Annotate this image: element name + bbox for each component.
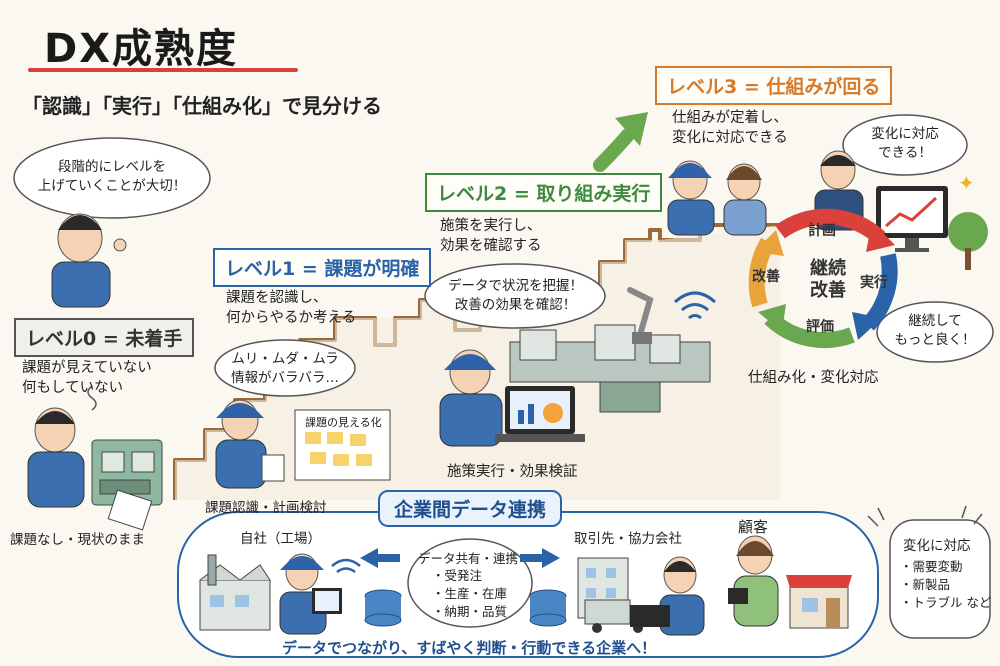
share-item: ・納期・品質 xyxy=(432,604,508,619)
level1-speech-bubble xyxy=(214,339,356,397)
own-factory-icon xyxy=(199,554,271,631)
factory-line-icon xyxy=(509,324,711,413)
level2-speech-bubble xyxy=(424,263,606,329)
whiteboard-icon xyxy=(294,409,391,481)
level3-heading: レベル3 = 仕組みが回る xyxy=(655,66,893,105)
intro-speech-bubble xyxy=(13,137,211,219)
clipboard-icon xyxy=(107,489,153,531)
level1-board-title: 課題の見える化 xyxy=(305,416,382,429)
intro-bubble-text: 段階的にレベルを 上げていくことが大切！ xyxy=(37,159,187,194)
shop-icon xyxy=(786,575,852,629)
emphasis-lines-icon xyxy=(867,505,983,527)
level3-caption: 仕組み化・変化対応 xyxy=(748,370,879,386)
own-company-label: 自社（工場） xyxy=(240,531,321,547)
page-title: DX成熟度 xyxy=(44,26,239,72)
thinking-worker-icon xyxy=(215,399,285,489)
level2-caption: 施策実行・効果検証 xyxy=(447,464,578,480)
share-item: ・受発注 xyxy=(432,568,483,583)
level1-caption: 課題認識・計画検討 xyxy=(205,500,327,516)
band-footer: データでつながり、すばやく判断・行動できる企業へ！ xyxy=(282,639,657,657)
level1-heading: レベル1 = 課題が明確 xyxy=(213,248,432,287)
partner-worker-icon xyxy=(630,556,705,636)
wifi-signal-icon xyxy=(331,558,361,574)
customer-label: 顧客 xyxy=(738,518,769,536)
share-list: ・受発注 ・生産・在庫 ・納期・品質 xyxy=(432,567,507,621)
cycle-check-label: 評価 xyxy=(806,319,834,335)
change-item: ・需要変動 xyxy=(900,559,963,574)
customer-icon xyxy=(728,535,779,627)
growth-arrow-icon xyxy=(593,128,635,172)
change-item: ・新製品 xyxy=(900,577,951,592)
level0-description: 課題が見えていない 何もしていない xyxy=(22,360,152,396)
cycle-plan-label: 計画 xyxy=(808,223,836,239)
page-subtitle: 「認識」「実行」「仕組み化」で見分ける xyxy=(22,94,382,118)
title-underline xyxy=(28,68,298,72)
database-left-icon xyxy=(364,589,402,627)
level2-description: 施策を実行し、 効果を確認する xyxy=(440,218,542,254)
robot-arm-icon xyxy=(627,287,654,344)
partner-label: 取引先・協力会社 xyxy=(574,531,682,547)
change-title: 変化に対応 xyxy=(903,538,971,554)
level1-description: 課題を認識し、 何からやるか考える xyxy=(226,290,357,326)
data-link-title: 企業間データ連携 xyxy=(378,490,563,527)
cycle-act-label: 改善 xyxy=(752,269,780,285)
cycle-do-label: 実行 xyxy=(860,275,888,291)
pdca-cycle-diagram xyxy=(748,208,898,349)
arrow-left-icon xyxy=(360,548,378,568)
level3-side-bubble-text: 継続して もっと良く！ xyxy=(894,313,976,348)
wifi-icon xyxy=(673,291,717,320)
tree-icon xyxy=(948,212,988,270)
change-list: ・需要変動 ・新製品 ・トラブル など xyxy=(900,558,991,612)
change-item: ・トラブル など xyxy=(900,595,992,610)
share-item: ・生産・在庫 xyxy=(432,586,508,601)
laptop-worker-icon xyxy=(439,349,585,447)
level2-heading: レベル2 = 取り組み実行 xyxy=(425,173,663,212)
presenter-person-icon xyxy=(51,213,127,308)
level3-top-bubble-text: 変化に対応 できる！ xyxy=(871,126,939,161)
arrow-right-icon xyxy=(542,548,560,568)
level1-bubble-text: ムリ・ムダ・ムラ 情報がバラバラ… xyxy=(231,351,339,386)
database-right-icon xyxy=(529,589,567,627)
cycle-center-label: 継続 改善 xyxy=(810,258,846,301)
worried-worker-icon xyxy=(27,407,85,508)
level0-heading: レベル0 = 未着手 xyxy=(14,318,195,357)
tablet-worker-icon xyxy=(279,553,342,635)
level3-side-speech-bubble xyxy=(876,301,994,363)
monitor-chart-icon xyxy=(876,186,948,252)
level3-top-speech-bubble xyxy=(842,114,968,176)
level0-caption: 課題なし・現状のまま xyxy=(10,532,145,548)
change-box xyxy=(889,519,991,639)
level3-description: 仕組みが定着し、 変化に対応できる xyxy=(672,110,788,146)
level2-bubble-text: データで状況を把握！ 改善の効果を確認！ xyxy=(448,278,583,313)
share-title: データ共有・連携 xyxy=(418,551,519,566)
share-bubble xyxy=(407,538,533,628)
sparkle-icon: ✦ xyxy=(958,171,975,195)
